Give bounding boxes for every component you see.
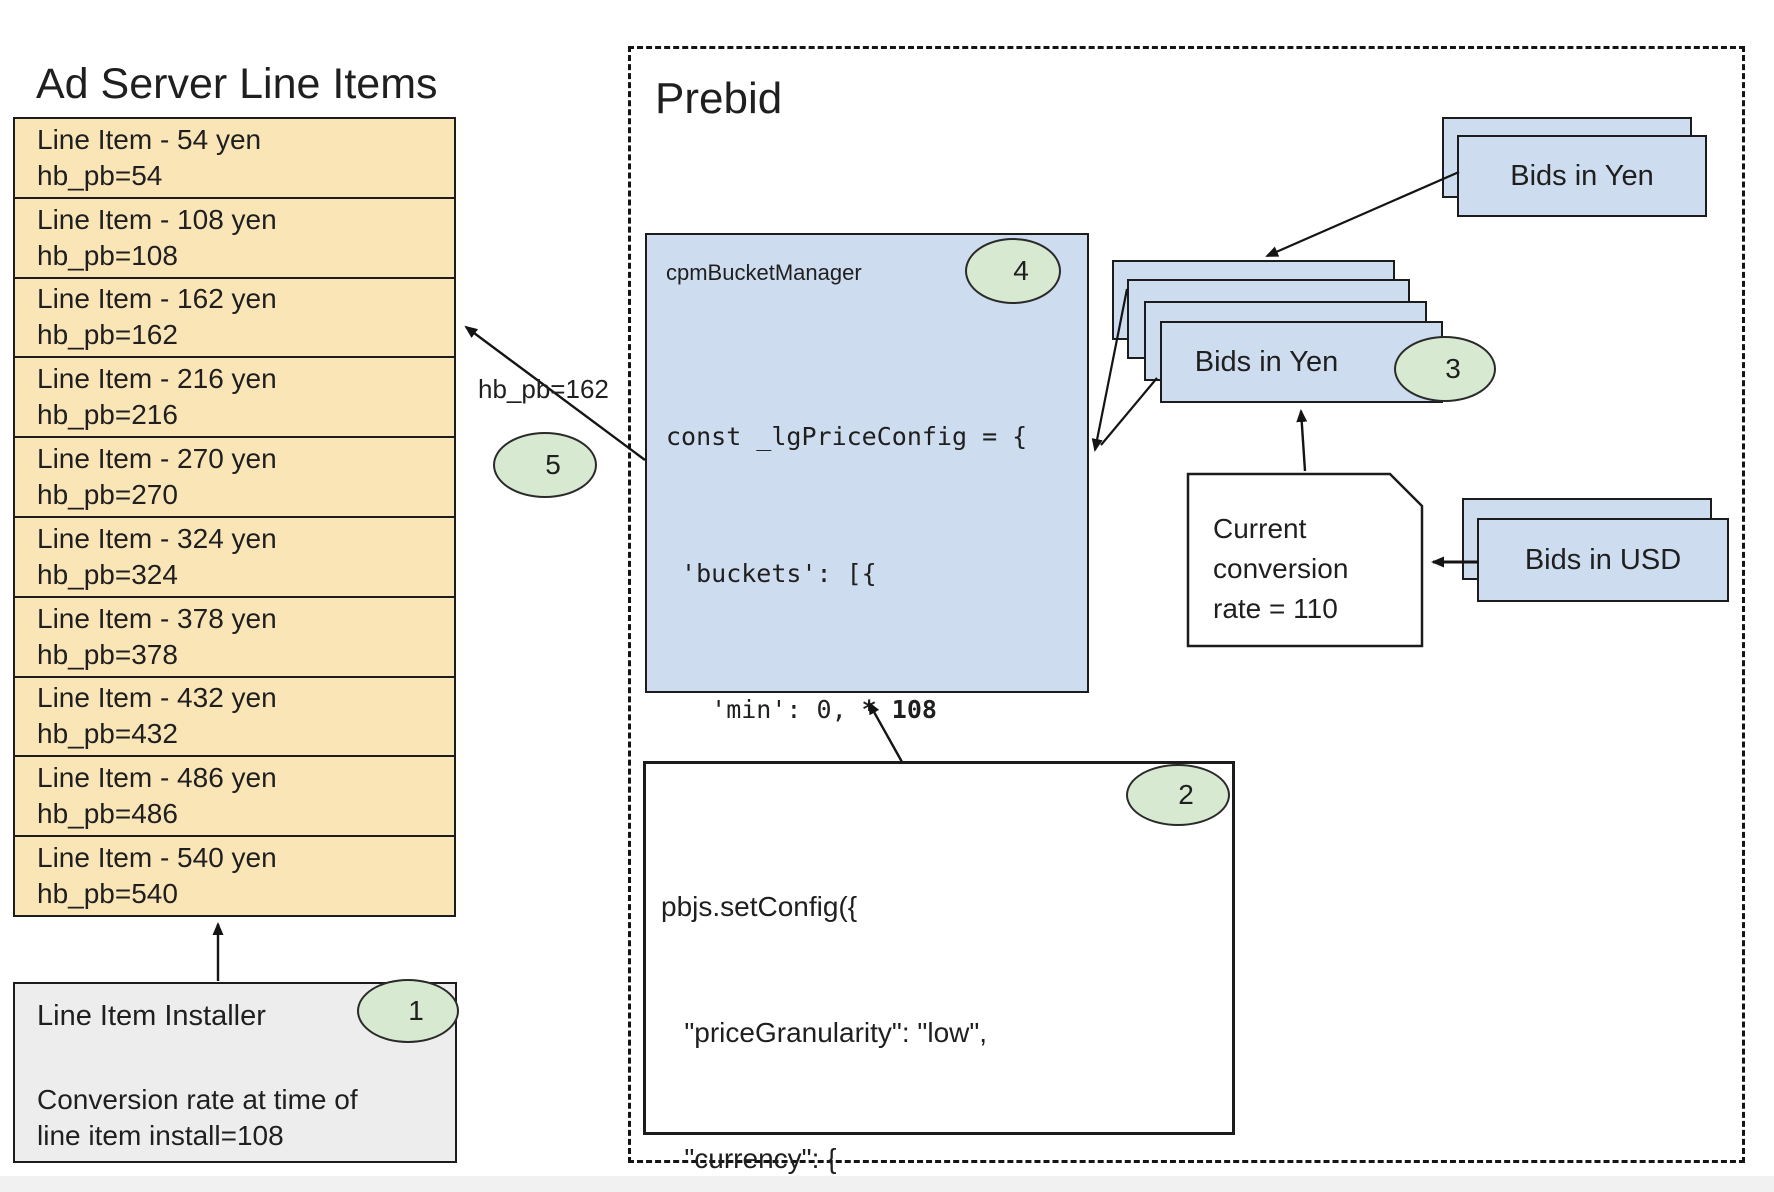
prebid-container — [628, 46, 1745, 1163]
ad-server-title: Ad Server Line Items — [36, 60, 438, 108]
installer-title: Line Item Installer — [37, 1000, 266, 1032]
line-item-key: hb_pb=486 — [37, 798, 178, 830]
line-item-key: hb_pb=324 — [37, 558, 178, 590]
installer-note-line1: Conversion rate at time of — [37, 1084, 358, 1115]
prebid-title: Prebid — [655, 74, 783, 123]
line-items-table: Line Item - 54 yen hb_pb=54 Line Item - … — [13, 117, 456, 917]
line-item-label: Line Item - 270 yen — [37, 443, 277, 475]
bids-in-yen-stack-label: Bids in Yen — [1194, 345, 1339, 378]
table-row: Line Item - 54 yen hb_pb=54 — [15, 119, 454, 199]
bids-in-usd-label: Bids in USD — [1524, 543, 1682, 576]
table-row: Line Item - 216 yen hb_pb=216 — [15, 358, 454, 439]
table-row: Line Item - 324 yen hb_pb=324 — [15, 518, 454, 598]
bids-in-yen-top-label: Bids in Yen — [1510, 159, 1654, 192]
table-row: Line Item - 486 yen hb_pb=486 — [15, 757, 454, 838]
line-item-label: Line Item - 540 yen — [37, 842, 277, 874]
table-row: Line Item - 162 yen hb_pb=162 — [15, 279, 454, 359]
table-row: Line Item - 540 yen hb_pb=540 — [15, 837, 454, 915]
line-item-key: hb_pb=54 — [37, 159, 163, 191]
line-item-label: Line Item - 324 yen — [37, 522, 277, 554]
step-badge-2: 2 — [1126, 764, 1230, 826]
bids-in-usd-card: Bids in USD — [1477, 518, 1729, 602]
line-item-label: Line Item - 162 yen — [37, 283, 277, 315]
line-item-key: hb_pb=108 — [37, 239, 178, 271]
conversion-note-line1: Current — [1213, 513, 1307, 544]
line-item-key: hb_pb=432 — [37, 718, 178, 750]
bids-in-yen-top-card: Bids in Yen — [1457, 135, 1707, 217]
step-badge-1: 1 — [357, 979, 459, 1043]
table-row: Line Item - 108 yen hb_pb=108 — [15, 199, 454, 279]
hb-pb-arrow-label: hb_pb=162 — [478, 374, 609, 404]
conversion-note-text: Current conversion rate = 110 — [1213, 509, 1348, 629]
pbjs-setconfig-box — [643, 761, 1235, 1135]
bottom-page-strip — [0, 1176, 1774, 1192]
installer-note-line2: line item install=108 — [37, 1120, 284, 1151]
conversion-note-line3: rate = 110 — [1213, 593, 1338, 624]
cpm-bucket-manager-box — [645, 233, 1089, 693]
pbjs-code-line: "priceGranularity": "low", — [661, 1017, 988, 1048]
line-item-label: Line Item - 54 yen — [37, 123, 262, 155]
line-item-key: hb_pb=162 — [37, 319, 178, 351]
line-item-label: Line Item - 216 yen — [37, 363, 277, 395]
table-row: Line Item - 378 yen hb_pb=378 — [15, 598, 454, 678]
line-item-key: hb_pb=378 — [37, 638, 178, 670]
pbjs-code-line: pbjs.setConfig({ — [661, 891, 858, 922]
table-row: Line Item - 432 yen hb_pb=432 — [15, 678, 454, 758]
line-item-key: hb_pb=270 — [37, 479, 178, 511]
pbjs-code-line: "currency": { — [661, 1143, 837, 1174]
cpm-bucket-manager-label: cpmBucketManager — [666, 260, 862, 285]
step-badge-5: 5 — [493, 432, 597, 498]
line-item-key: hb_pb=216 — [37, 399, 178, 431]
step-badge-4: 4 — [965, 238, 1061, 304]
pbjs-setconfig-code: pbjs.setConfig({ "priceGranularity": "lo… — [661, 802, 1057, 1192]
line-item-label: Line Item - 486 yen — [37, 762, 277, 794]
conversion-note-line2: conversion — [1213, 553, 1349, 584]
line-item-key: hb_pb=540 — [37, 878, 178, 910]
table-row: Line Item - 270 yen hb_pb=270 — [15, 438, 454, 518]
line-item-label: Line Item - 378 yen — [37, 602, 277, 634]
line-item-label: Line Item - 108 yen — [37, 203, 277, 235]
step-badge-3: 3 — [1394, 336, 1496, 402]
line-item-label: Line Item - 432 yen — [37, 682, 277, 714]
installer-note: Conversion rate at time of line item ins… — [37, 1082, 358, 1154]
